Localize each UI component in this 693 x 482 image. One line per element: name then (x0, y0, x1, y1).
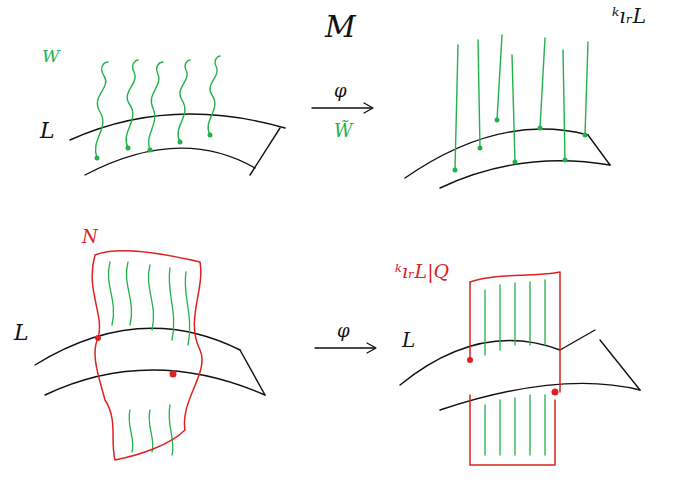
submanifold-label: L (402, 330, 415, 350)
manifold-label: M (325, 12, 356, 42)
map-label: φ (337, 322, 350, 340)
submanifold-label: L (14, 322, 29, 344)
foliation-label: W (42, 48, 59, 65)
submanifold-label: L (40, 120, 55, 142)
map-label: φ (334, 82, 347, 100)
bundle-label: ᵏıᵣL (612, 6, 646, 26)
foliation-label: W̃ (334, 122, 353, 140)
submanifold-label: N (82, 228, 98, 246)
restriction-label: ᵏıᵣL|Q (395, 262, 449, 281)
